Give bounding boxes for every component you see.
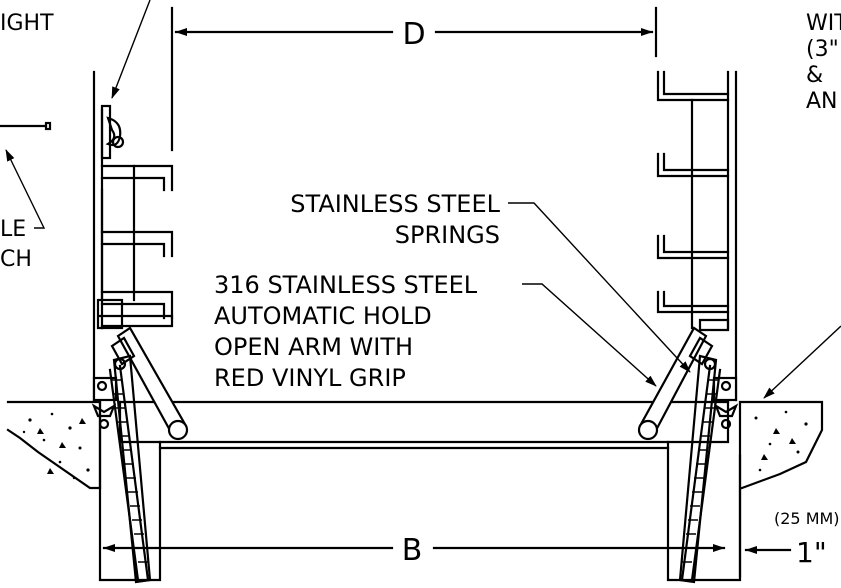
- frame-channel-left: [98, 400, 162, 582]
- callout-left-fragments: IGHT LE CH: [0, 0, 151, 272]
- dimension-25mm-label: (25 MM): [774, 509, 840, 528]
- arm-label-line4: RED VINYL GRIP: [214, 364, 406, 392]
- arm-label-line3: OPEN ARM WITH: [214, 333, 413, 361]
- door-leaf-left: [92, 70, 174, 402]
- arm-label-line2: AUTOMATIC HOLD: [214, 302, 432, 330]
- hinge-right: [712, 376, 739, 430]
- springs-label-line1: STAINLESS STEEL: [290, 190, 500, 218]
- dimension-b: B: [102, 533, 726, 568]
- spring-right: [678, 354, 722, 584]
- callout-springs: STAINLESS STEEL SPRINGS: [290, 190, 691, 373]
- right-fragment-4: AN: [806, 89, 838, 114]
- concrete-slab-right: [740, 400, 824, 490]
- right-fragment-3: &: [806, 63, 823, 88]
- slam-latch-left: [100, 104, 125, 160]
- left-fragment-top: IGHT: [0, 11, 54, 36]
- dimension-d: D: [170, 6, 658, 152]
- callout-hold-open-arm: 316 STAINLESS STEEL AUTOMATIC HOLD OPEN …: [214, 271, 657, 392]
- right-fragment-1: WIT: [806, 11, 841, 36]
- dimension-one-inch: 1" (25 MM): [738, 454, 840, 578]
- door-leaf-right: [656, 70, 738, 402]
- arm-label-line1: 316 STAINLESS STEEL: [214, 271, 478, 299]
- concrete-slab-left: [6, 400, 102, 490]
- left-fragment-le: LE: [0, 217, 26, 242]
- dimension-one-inch-label: 1": [796, 536, 827, 569]
- left-fragment-ch: CH: [0, 247, 32, 272]
- dimension-b-label: B: [402, 533, 423, 568]
- dimension-d-label: D: [402, 17, 425, 52]
- springs-label-line2: SPRINGS: [395, 221, 500, 249]
- callout-right-fragments: WIT (3" & AN: [763, 11, 841, 399]
- right-fragment-2: (3": [806, 37, 839, 62]
- hinge-left: [91, 376, 118, 430]
- hold-open-arm-right: [637, 326, 714, 441]
